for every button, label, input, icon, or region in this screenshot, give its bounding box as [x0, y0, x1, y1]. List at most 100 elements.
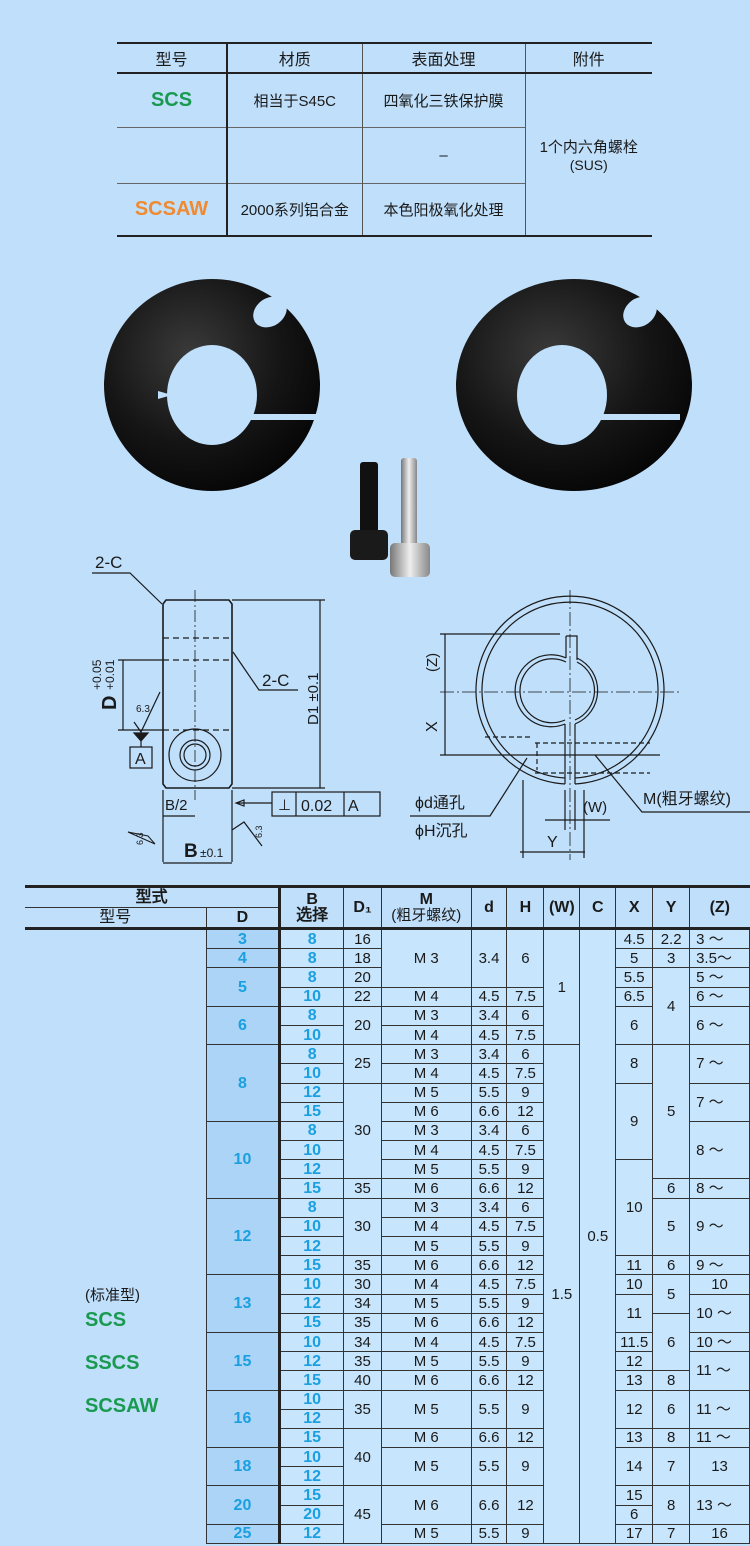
header-d: d — [470, 886, 507, 929]
table-cell: 8 — [615, 1044, 654, 1084]
table-cell: 7.5 — [506, 1140, 545, 1161]
datum-label: A — [135, 751, 146, 768]
perpendicularity-datum: A — [348, 798, 359, 815]
bore-d-cell: 6 — [205, 1005, 282, 1046]
table-cell: M 6 — [380, 1101, 472, 1122]
table-cell: 1 — [543, 927, 581, 1046]
table-cell: 6 ～ — [689, 1005, 750, 1046]
z-label: (Z) — [424, 653, 441, 672]
width-b-cell: 10 — [279, 1447, 345, 1468]
table-cell: 9 — [506, 1159, 545, 1180]
table-cell: 12 — [615, 1389, 654, 1429]
table-cell: 35 — [343, 1255, 382, 1276]
header-h: H — [506, 886, 544, 929]
bore-d-cell: 13 — [205, 1274, 282, 1333]
width-b-cell: 10 — [279, 1216, 345, 1238]
table-cell: 35 — [343, 1351, 382, 1372]
width-b-cell: 20 — [279, 1504, 345, 1525]
surface-cell: 本色阳极氧化处理 — [361, 182, 525, 236]
surface-cell: – — [361, 126, 525, 183]
material-cell: 2000系列铝合金 — [226, 182, 362, 236]
table-cell: 8 — [652, 1427, 691, 1449]
front-view: (Z) X ϕd通孔 ϕH沉孔 (W) Y M(粗牙螺纹) — [410, 590, 750, 860]
table-cell: 12 — [506, 1370, 545, 1391]
table-cell: 5 ～ — [689, 967, 750, 988]
table-cell: 25 — [343, 1044, 382, 1084]
d-tolerance-upper: +0.05 — [90, 659, 104, 690]
table-cell: 6 ～ — [689, 986, 750, 1007]
table-cell: M 5 — [380, 1293, 472, 1314]
table-cell: 5.5 — [470, 1447, 508, 1487]
through-hole-label: ϕd通孔 — [415, 794, 465, 812]
table-cell: M 5 — [380, 1235, 472, 1257]
table-cell: 6.6 — [470, 1485, 508, 1525]
table-cell: 34 — [343, 1293, 382, 1314]
table-cell: 10 ～ — [689, 1293, 750, 1333]
socket-screw-steel — [390, 458, 430, 577]
table-cell: 40 — [343, 1370, 382, 1391]
table-cell: 11 ～ — [689, 1351, 750, 1391]
width-b-cell: 12 — [279, 1466, 345, 1487]
table-cell: M 4 — [380, 1024, 472, 1046]
table-cell: 4.5 — [470, 1331, 508, 1353]
socket-screw-black — [350, 462, 388, 560]
table-cell: 5.5 — [470, 1293, 508, 1314]
table-cell: 3.4 — [470, 1044, 508, 1065]
header-d-bore: D — [205, 907, 280, 929]
x-label: X — [424, 721, 441, 732]
header-w: (W) — [543, 886, 580, 929]
table-cell: 5.5 — [470, 1389, 508, 1429]
bore-d-cell: 5 — [205, 967, 282, 1007]
table-cell: 9 — [506, 1389, 545, 1429]
chamfer-label-2: 2-C — [262, 671, 289, 690]
table-cell: 6 — [615, 1504, 654, 1525]
table-cell: 9 — [506, 1523, 545, 1545]
table-cell: 3.5～ — [689, 948, 750, 969]
width-b-cell: 15 — [279, 1370, 345, 1391]
bore-d-cell: 18 — [205, 1447, 282, 1487]
table-cell: 34 — [343, 1331, 382, 1353]
table-cell: 2.2 — [652, 927, 691, 950]
table-cell: 7 — [652, 1523, 691, 1545]
bore-d-cell: 10 — [205, 1120, 282, 1199]
d-label: D — [99, 696, 121, 710]
width-b-cell: 12 — [279, 1408, 345, 1429]
table-cell: 5 — [615, 948, 654, 969]
table-cell: 9 — [506, 1235, 545, 1257]
table-cell: 6.6 — [470, 1178, 508, 1199]
table-cell: 12 — [506, 1312, 545, 1333]
table-cell: 3 ～ — [689, 927, 750, 950]
bore-d-cell: 12 — [205, 1197, 282, 1276]
bore-d-cell: 15 — [205, 1331, 282, 1391]
table-cell: 35 — [343, 1389, 382, 1429]
table-cell: 5.5 — [470, 1159, 508, 1180]
width-b-cell: 15 — [279, 1178, 345, 1199]
table-cell: 10 — [689, 1274, 750, 1295]
table-cell: M 4 — [380, 1331, 472, 1353]
clamp-collar-right — [456, 279, 692, 491]
table-cell: 13 ～ — [689, 1485, 750, 1525]
bore-d-cell: 3 — [205, 927, 282, 950]
table-cell: M 5 — [380, 1159, 472, 1180]
table-cell: 8 ～ — [689, 1178, 750, 1199]
table-cell: M 5 — [380, 1447, 472, 1487]
material-cell: 相当于S45C — [226, 72, 362, 127]
table-cell: 5 — [652, 1197, 691, 1257]
table-cell: 10 ～ — [689, 1331, 750, 1353]
table-cell: 6.6 — [470, 1312, 508, 1333]
width-b-cell: 10 — [279, 1024, 345, 1046]
model-empty — [117, 126, 228, 183]
table-cell: 3.4 — [470, 1005, 508, 1026]
header-m: M(粗牙螺纹) — [380, 886, 472, 929]
